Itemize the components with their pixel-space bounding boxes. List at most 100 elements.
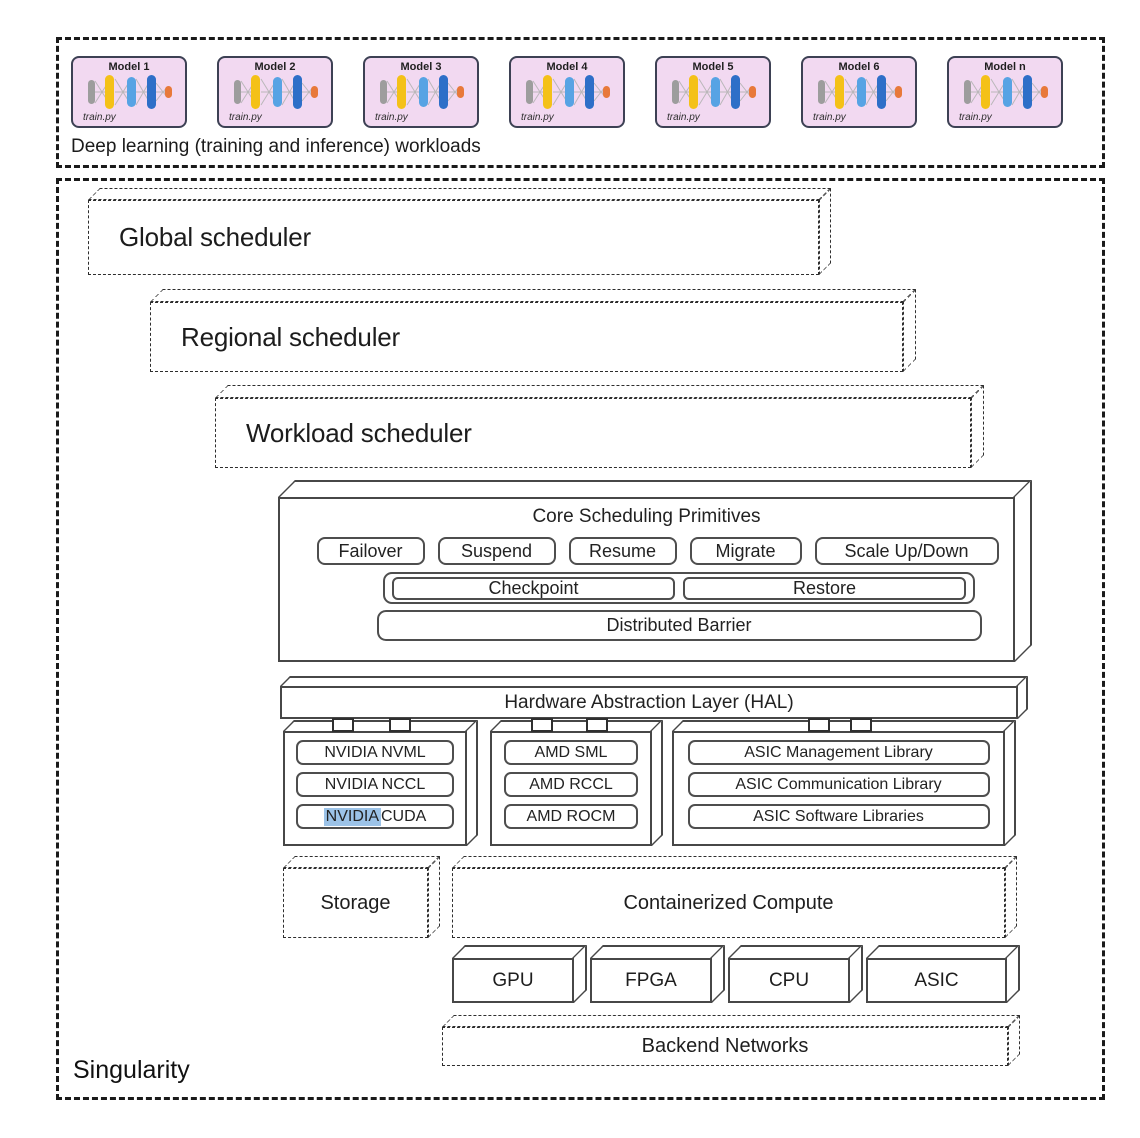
workloads-container: Model 1 train.py Model 2: [56, 37, 1105, 168]
nvidia-libs-box: NVIDIA NVML NVIDIA NCCL NVIDIA CUDA: [283, 718, 478, 846]
asic-box: ASIC: [866, 945, 1020, 1003]
regional-scheduler-label: Regional scheduler: [181, 321, 400, 352]
distributed-barrier-primitive: Distributed Barrier: [376, 610, 982, 641]
model-card: Model 2 train.py: [217, 56, 333, 128]
workload-scheduler-box: Workload scheduler: [215, 385, 984, 468]
hal-connector: [586, 718, 608, 732]
containerized-compute-box: Containerized Compute: [452, 856, 1017, 938]
model-card: Model 5 train.py: [655, 56, 771, 128]
fpga-box: FPGA: [590, 945, 725, 1003]
core-primitives-box: Core Scheduling Primitives Failover Susp…: [278, 480, 1032, 662]
model-title: Model 2: [254, 61, 296, 73]
core-primitives-title: Core Scheduling Primitives: [532, 506, 761, 527]
gpu-label: GPU: [452, 958, 574, 1003]
workload-scheduler-label: Workload scheduler: [246, 417, 472, 448]
box-right-face: [1005, 720, 1016, 846]
amd-rccl-item: AMD RCCL: [504, 772, 638, 797]
hal-connector: [332, 718, 354, 732]
box-top-face: [590, 945, 725, 958]
neural-network-icon: [234, 75, 318, 109]
model-script-label: train.py: [229, 112, 262, 123]
nvidia-cuda-item: NVIDIA CUDA: [296, 804, 454, 829]
model-script-label: train.py: [813, 112, 846, 123]
model-title: Model 1: [108, 61, 150, 73]
model-card: Model 4 train.py: [509, 56, 625, 128]
global-scheduler-label: Global scheduler: [119, 222, 311, 252]
box-right-face: [467, 720, 478, 846]
box-right-face: [819, 188, 831, 275]
box-right-face: [971, 385, 984, 468]
box-top-face: [283, 856, 440, 868]
migrate-primitive: Migrate: [689, 537, 802, 565]
box-right-face: [1005, 856, 1017, 938]
box-right-face: [652, 720, 663, 846]
box-right-face: [428, 856, 440, 938]
hal-connector: [389, 718, 411, 732]
model-title: Model 6: [838, 61, 880, 73]
box-top-face: [442, 1015, 1020, 1027]
model-title: Model n: [984, 61, 1026, 73]
hal-connector: [850, 718, 872, 732]
model-card: Model 3 train.py: [363, 56, 479, 128]
cpu-label: CPU: [728, 958, 850, 1003]
regional-scheduler-box: Regional scheduler: [150, 289, 916, 372]
checkpoint-restore-group: Checkpoint Restore: [383, 572, 975, 604]
amd-rocm-item: AMD ROCM: [504, 804, 638, 829]
box-right-face: [903, 289, 916, 372]
box-top-face: [280, 676, 1028, 686]
asic-label: ASIC: [866, 958, 1007, 1003]
nvidia-nccl-item: NVIDIA NCCL: [296, 772, 454, 797]
box-top-face: [88, 188, 831, 200]
box-top-face: [728, 945, 863, 958]
singularity-label: Singularity: [73, 1056, 190, 1084]
hal-connector: [531, 718, 553, 732]
box-top-face: [150, 289, 916, 302]
backend-networks-box: Backend Networks: [442, 1015, 1020, 1066]
hal-connector: [808, 718, 830, 732]
model-title: Model 4: [546, 61, 588, 73]
box-top-face: [672, 720, 1016, 731]
neural-network-icon: [526, 75, 610, 109]
containerized-compute-label: Containerized Compute: [452, 868, 1005, 938]
box-top-face: [215, 385, 984, 398]
cuda-text: CUDA: [381, 807, 427, 825]
box-top-face: [452, 856, 1017, 868]
model-script-label: train.py: [667, 112, 700, 123]
hal-box: Hardware Abstraction Layer (HAL): [280, 676, 1028, 719]
asic-communication-item: ASIC Communication Library: [687, 772, 990, 797]
global-scheduler-box: Global scheduler: [88, 188, 831, 275]
hal-label: Hardware Abstraction Layer (HAL): [504, 691, 794, 713]
box-top-face: [283, 720, 478, 731]
models-row: Model 1 train.py Model 2: [71, 56, 1063, 128]
primitives-row: Failover Suspend Resume Migrate Scale Up…: [316, 537, 999, 565]
model-card: Model 6 train.py: [801, 56, 917, 128]
storage-box: Storage: [283, 856, 440, 938]
box-top-face: [278, 480, 1032, 497]
box-right-face: [1015, 480, 1032, 662]
nvidia-nvml-item: NVIDIA NVML: [296, 740, 454, 765]
neural-network-icon: [88, 75, 172, 109]
fpga-label: FPGA: [590, 958, 712, 1003]
asic-management-item: ASIC Management Library: [687, 740, 990, 765]
box-top-face: [452, 945, 587, 958]
storage-label: Storage: [283, 868, 428, 938]
asic-software-item: ASIC Software Libraries: [687, 804, 990, 829]
model-title: Model 5: [692, 61, 734, 73]
singularity-container: Singularity: [56, 178, 1105, 1100]
backend-networks-label: Backend Networks: [442, 1027, 1008, 1066]
box-top-face: [490, 720, 663, 731]
model-script-label: train.py: [83, 112, 116, 123]
checkpoint-primitive: Checkpoint: [392, 576, 675, 600]
scale-primitive: Scale Up/Down: [814, 537, 999, 565]
model-title: Model 3: [400, 61, 442, 73]
failover-primitive: Failover: [316, 537, 425, 565]
model-script-label: train.py: [375, 112, 408, 123]
resume-primitive: Resume: [568, 537, 677, 565]
cpu-box: CPU: [728, 945, 863, 1003]
neural-network-icon: [964, 75, 1048, 109]
suspend-primitive: Suspend: [437, 537, 556, 565]
asic-libs-box: ASIC Management Library ASIC Communicati…: [672, 718, 1016, 846]
neural-network-icon: [672, 75, 756, 109]
amd-libs-box: AMD SML AMD RCCL AMD ROCM: [490, 718, 663, 846]
